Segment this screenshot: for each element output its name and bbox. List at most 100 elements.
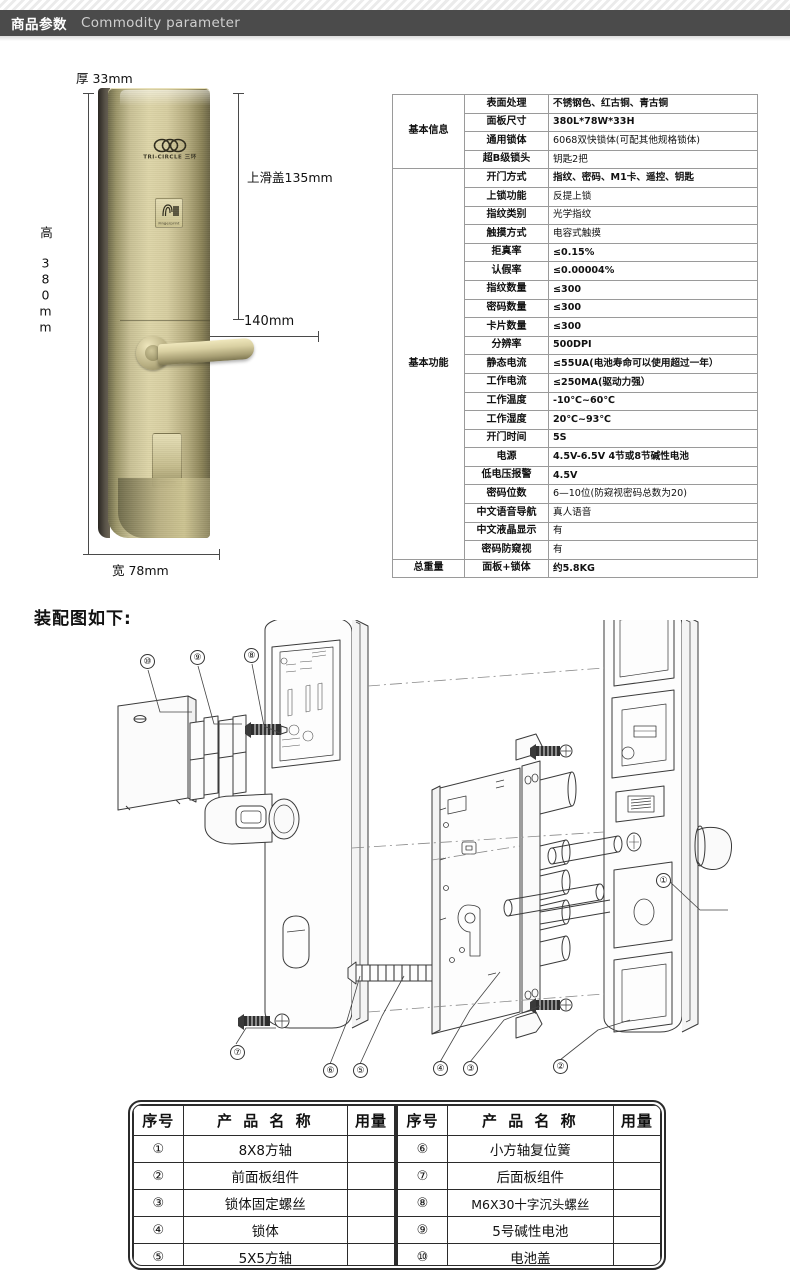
part-qty — [347, 1216, 395, 1244]
spec-label: 拒真率 — [464, 242, 549, 263]
square-spindles — [503, 835, 623, 925]
spec-label: 指纹类别 — [464, 205, 549, 226]
table-row: 通用锁体 6068双快锁体(可配其他规格锁体) — [393, 131, 758, 151]
spec-label: 密码防窥视 — [464, 540, 549, 560]
table-row: 电源 4.5V-6.5V 4节或8节碱性电池 — [393, 447, 758, 467]
dim-line-slidecover-vert — [238, 93, 239, 319]
part-name: 锁体 — [182, 1216, 349, 1244]
parts-header-name: 产 品 名 称 — [182, 1105, 349, 1136]
dim-label-slide-cover: 上滑盖135mm — [247, 170, 333, 185]
assembly-exploded-diagram: ⑩ ⑨ ⑧ ① ⑦ ⑥ ⑤ ④ ③ ② — [0, 605, 790, 1090]
part-name: 后面板组件 — [446, 1162, 614, 1190]
table-row: ⑨ 5号碱性电池 — [397, 1216, 661, 1244]
parts-header-no: 序号 — [133, 1105, 184, 1136]
table-row: 静态电流 ≤55UA(电池寿命可以使用超过一年） — [393, 354, 758, 374]
dim-label-width: 宽 78mm — [112, 563, 169, 578]
header-underline — [0, 36, 790, 41]
table-row: ⑧ M6X30十字沉头螺丝 — [397, 1189, 661, 1217]
part-qty — [612, 1189, 661, 1217]
lock-side-edge — [98, 88, 110, 538]
part-qty — [347, 1189, 395, 1217]
spec-label: 电源 — [464, 447, 549, 467]
part-no: ⑧ — [397, 1189, 448, 1217]
part-name: 小方轴复位簧 — [446, 1135, 614, 1163]
spec-value: 5S — [548, 428, 758, 449]
spec-label: 开门方式 — [464, 168, 549, 188]
parts-table-right: 序号 产 品 名 称 用量 ⑥ 小方轴复位簧 ⑦ 后面板组件 — [397, 1105, 661, 1265]
table-row: ⑦ 后面板组件 — [397, 1162, 661, 1190]
brand-mark-text: TRI-CIRCLE 三环 — [143, 154, 197, 161]
callout-10: ⑩ — [140, 654, 155, 669]
dim-tick-height-top — [83, 93, 94, 94]
part-no: ⑥ — [397, 1135, 448, 1163]
front-panel-assembly — [603, 605, 732, 1033]
table-row: ③ 锁体固定螺丝 — [133, 1189, 395, 1217]
dim-line-height-vert — [88, 93, 89, 555]
part-qty — [612, 1135, 661, 1163]
lock-bottom-curve — [118, 478, 210, 538]
assembly-diagram-svg — [117, 605, 732, 1065]
spec-label: 触摸方式 — [464, 224, 549, 244]
callout-6: ⑥ — [323, 1063, 338, 1078]
part-name: 前面板组件 — [182, 1162, 349, 1190]
table-row: 密码数量 ≤300 — [393, 298, 758, 319]
table-row: 指纹数量 ≤300 — [393, 279, 758, 300]
spec-label: 认假率 — [464, 261, 549, 281]
spec-value: 约5.8KG — [548, 558, 758, 579]
spec-label: 分辨率 — [464, 335, 549, 356]
long-spindle-screw — [347, 961, 467, 985]
lock-cover-highlight — [120, 90, 210, 106]
header-title-cn: 商品参数 — [11, 17, 67, 33]
part-no: ⑩ — [397, 1243, 448, 1265]
spec-label: 通用锁体 — [464, 131, 549, 151]
table-row: 基本信息 表面处理 不锈钢色、红古铜、青古铜 — [392, 93, 758, 170]
spec-label: 低电压报警 — [464, 465, 549, 486]
spec-label: 密码数量 — [464, 298, 549, 319]
spec-group-basic-info: 基本信息 — [392, 93, 465, 170]
spec-value: 500DPI — [548, 335, 758, 356]
dim-label-thickness: 厚 33mm — [76, 71, 133, 86]
part-qty — [612, 1243, 661, 1265]
spec-label: 卡片数量 — [464, 317, 549, 337]
dim-tick-width-right — [219, 549, 220, 560]
product-lock-image: TRI-CIRCLE 三环 Fingerprint — [98, 88, 254, 538]
table-row: 总重量 面板+锁体 约5.8KG — [392, 558, 758, 579]
callout-3: ③ — [463, 1061, 478, 1076]
parts-list-left-half: 序号 产 品 名 称 用量 ① 8X8方轴 ② 前面板组件 — [133, 1105, 397, 1265]
table-row: 超B级锁头 钥匙2把 — [393, 149, 758, 170]
table-row: 密码防窥视 有 — [393, 540, 758, 560]
spec-value: 有 — [548, 540, 758, 560]
table-row: ⑩ 电池盖 — [397, 1243, 661, 1265]
parts-header-no: 序号 — [397, 1105, 448, 1136]
part-no: ⑨ — [397, 1216, 448, 1244]
spec-value: 真人语音 — [548, 503, 758, 523]
part-no: ④ — [133, 1216, 184, 1244]
spec-label: 指纹数量 — [464, 279, 549, 300]
header-texture-strip — [0, 0, 790, 10]
key-hole-cover — [152, 433, 182, 488]
spec-label: 密码位数 — [464, 484, 549, 505]
table-row: 序号 产 品 名 称 用量 — [397, 1105, 661, 1136]
spec-label: 静态电流 — [464, 354, 549, 374]
spec-value: ≤300 — [548, 317, 758, 337]
spec-value: 不锈钢色、红古铜、青古铜 — [548, 94, 758, 114]
table-row: ① 8X8方轴 — [133, 1135, 395, 1163]
spec-value: 4.5V — [548, 465, 758, 486]
parts-table-left-head: 序号 产 品 名 称 用量 — [133, 1105, 395, 1136]
callout-8: ⑧ — [244, 648, 259, 663]
part-qty — [612, 1216, 661, 1244]
part-name: 5号碱性电池 — [446, 1216, 614, 1244]
table-row: ② 前面板组件 — [133, 1162, 395, 1190]
fingerprint-icon — [162, 204, 179, 217]
spec-value: ≤0.15% — [548, 242, 758, 263]
spec-value: 钥匙2把 — [548, 149, 758, 170]
header-title-en: Commodity parameter — [81, 15, 241, 31]
parts-table-right-body: ⑥ 小方轴复位簧 ⑦ 后面板组件 ⑧ M6X30十字沉头螺丝 — [397, 1135, 661, 1265]
fingerprint-badge-text: Fingerprint — [158, 221, 180, 227]
part-qty — [347, 1162, 395, 1190]
callout-7: ⑦ — [230, 1045, 245, 1060]
spec-value: 光学指纹 — [548, 205, 758, 226]
lock-front-panel: TRI-CIRCLE 三环 Fingerprint — [108, 88, 210, 538]
specification-table: 基本信息 表面处理 不锈钢色、红古铜、青古铜 面板尺寸 380L*78W*33H… — [392, 93, 758, 579]
parts-header-qty: 用量 — [347, 1105, 395, 1136]
